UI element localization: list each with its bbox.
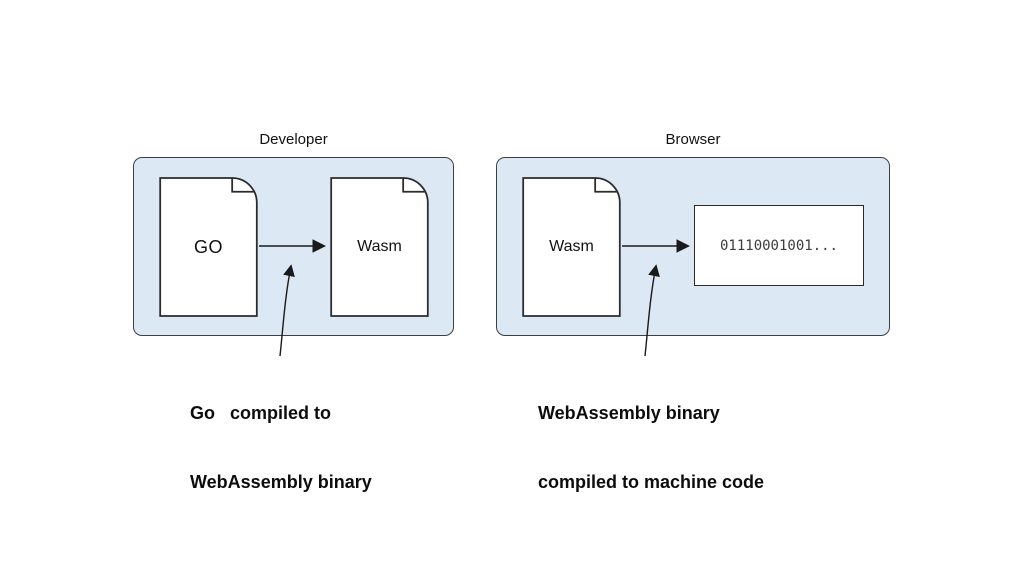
wasm-output-document: Wasm bbox=[330, 177, 429, 317]
go-document-label: GO bbox=[193, 236, 223, 257]
right-caption-line2: compiled to machine code bbox=[538, 472, 765, 492]
left-caption-line1: Go compiled to bbox=[190, 403, 332, 423]
go-source-document: GO bbox=[159, 177, 258, 317]
right-caption-line1: WebAssembly binary bbox=[538, 403, 720, 423]
document-icon bbox=[522, 177, 621, 317]
document-icon bbox=[330, 177, 429, 317]
binary-value: 01110001001... bbox=[719, 237, 838, 254]
machine-code-box: 01110001001... bbox=[694, 205, 864, 286]
left-caption: Go compiled to WebAssembly binary bbox=[190, 356, 372, 540]
browser-panel-title: Browser bbox=[665, 131, 721, 148]
left-caption-line2: WebAssembly binary bbox=[190, 472, 372, 492]
developer-panel-title: Developer bbox=[259, 131, 328, 148]
wasm-input-document: Wasm bbox=[522, 177, 621, 317]
wasm-document-label: Wasm bbox=[357, 238, 402, 255]
right-caption: WebAssembly binary compiled to machine c… bbox=[538, 356, 764, 540]
wasm-document-label: Wasm bbox=[549, 238, 594, 255]
document-icon bbox=[159, 177, 258, 317]
